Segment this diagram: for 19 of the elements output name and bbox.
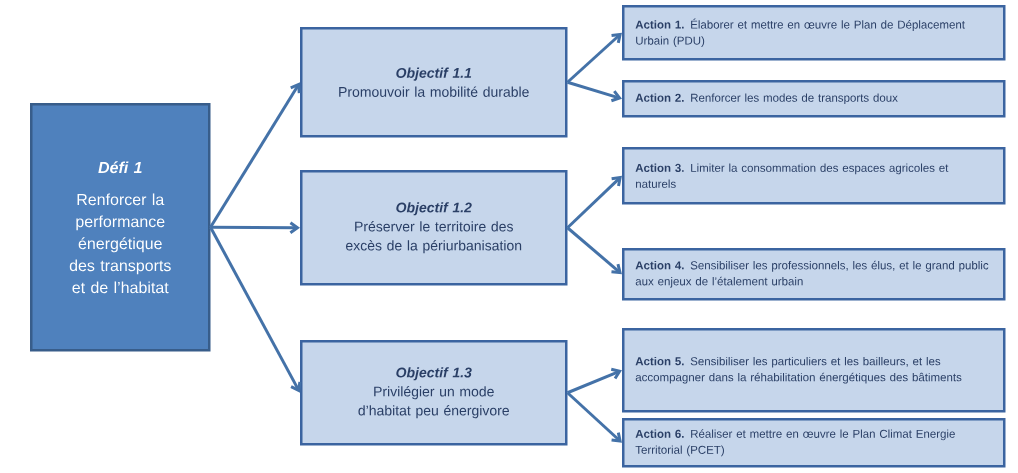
action-box: Action 1. Élaborer et mettre en œuvre le Plan de Déplacement Urbain (PDU) [622,5,1006,61]
arrow [566,226,622,275]
objective-box: Objectif 1.1 Promouvoir la mobilité durable [300,27,568,138]
challenge-box: Défi 1 Renforcer la performance énergétique des transports et de l’habitat [30,103,211,352]
objective-box: Objectif 1.2 Préserver le territoire des excès de la périurbanisation [300,170,568,286]
arrow [566,391,622,443]
arrow [566,32,622,84]
arrow [210,221,300,234]
action-box: Action 3. Limiter la consommation des espaces agricoles et naturels [622,147,1006,205]
arrow [566,367,622,395]
arrow [567,80,622,103]
arrow [566,175,622,229]
arrow [209,82,301,229]
action-box: Action 5. Sensibiliser les particuliers et les bailleurs, et les accompagner dans la réhabilitation énergétiques des bâtiments [622,328,1006,413]
action-box: Action 4. Sensibiliser les professionnels, les élus, et le grand public aux enjeux de l’étalement urbain [622,248,1006,301]
action-box: Action 6. Réaliser et mettre en œuvre le Plan Climat Energie Territorial (PCET) [622,418,1006,468]
objective-box: Objectif 1.3 Privilégier un mode d’habitat peu énergivore [300,340,568,446]
arrow [209,226,302,393]
action-box: Action 2. Renforcer les modes de transports doux [622,80,1006,118]
